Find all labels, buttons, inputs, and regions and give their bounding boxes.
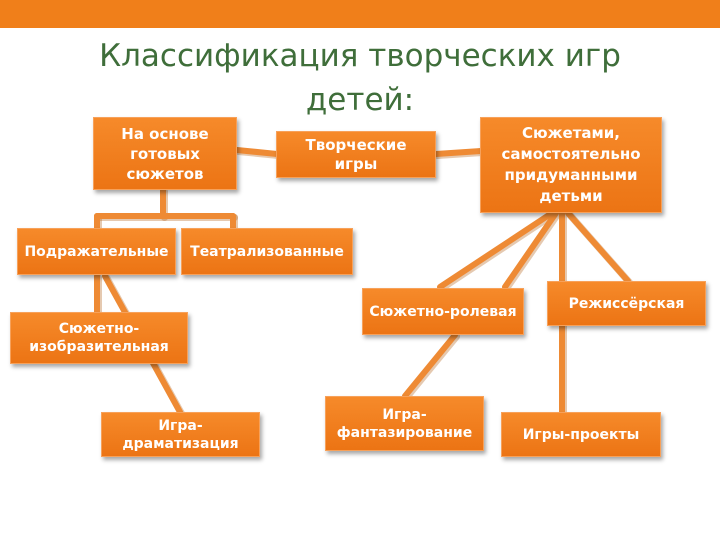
slide-title: Классификация творческих игр детей: bbox=[99, 38, 621, 118]
line-ready-root bbox=[234, 147, 280, 157]
node-dramatization: Игра- драматизация bbox=[101, 412, 260, 457]
node-director: Режиссёрская bbox=[547, 281, 706, 326]
line-root-invented bbox=[433, 148, 484, 157]
line-invented-roleplay-a bbox=[437, 210, 555, 290]
node-plot-visual: Сюжетно- изобразительная bbox=[10, 312, 188, 364]
node-imitative: Подражательные bbox=[17, 228, 176, 275]
node-role-play: Сюжетно-ролевая bbox=[362, 288, 524, 335]
line-invented-director bbox=[565, 210, 631, 284]
node-ready-plots: На основе готовых сюжетов bbox=[93, 117, 237, 190]
top-accent-bar bbox=[0, 0, 720, 28]
line-invented-roleplay-b bbox=[502, 210, 559, 290]
node-fantasy: Игра- фантазирование bbox=[325, 396, 484, 451]
node-theatrical: Театрализованные bbox=[181, 228, 353, 275]
line-roleplay-fantasy bbox=[402, 332, 458, 399]
node-invented-plots: Сюжетами, самостоятельно придуманными де… bbox=[480, 117, 662, 213]
node-creative-games: Творческие игры bbox=[276, 131, 436, 178]
node-projects: Игры-проекты bbox=[501, 412, 661, 457]
